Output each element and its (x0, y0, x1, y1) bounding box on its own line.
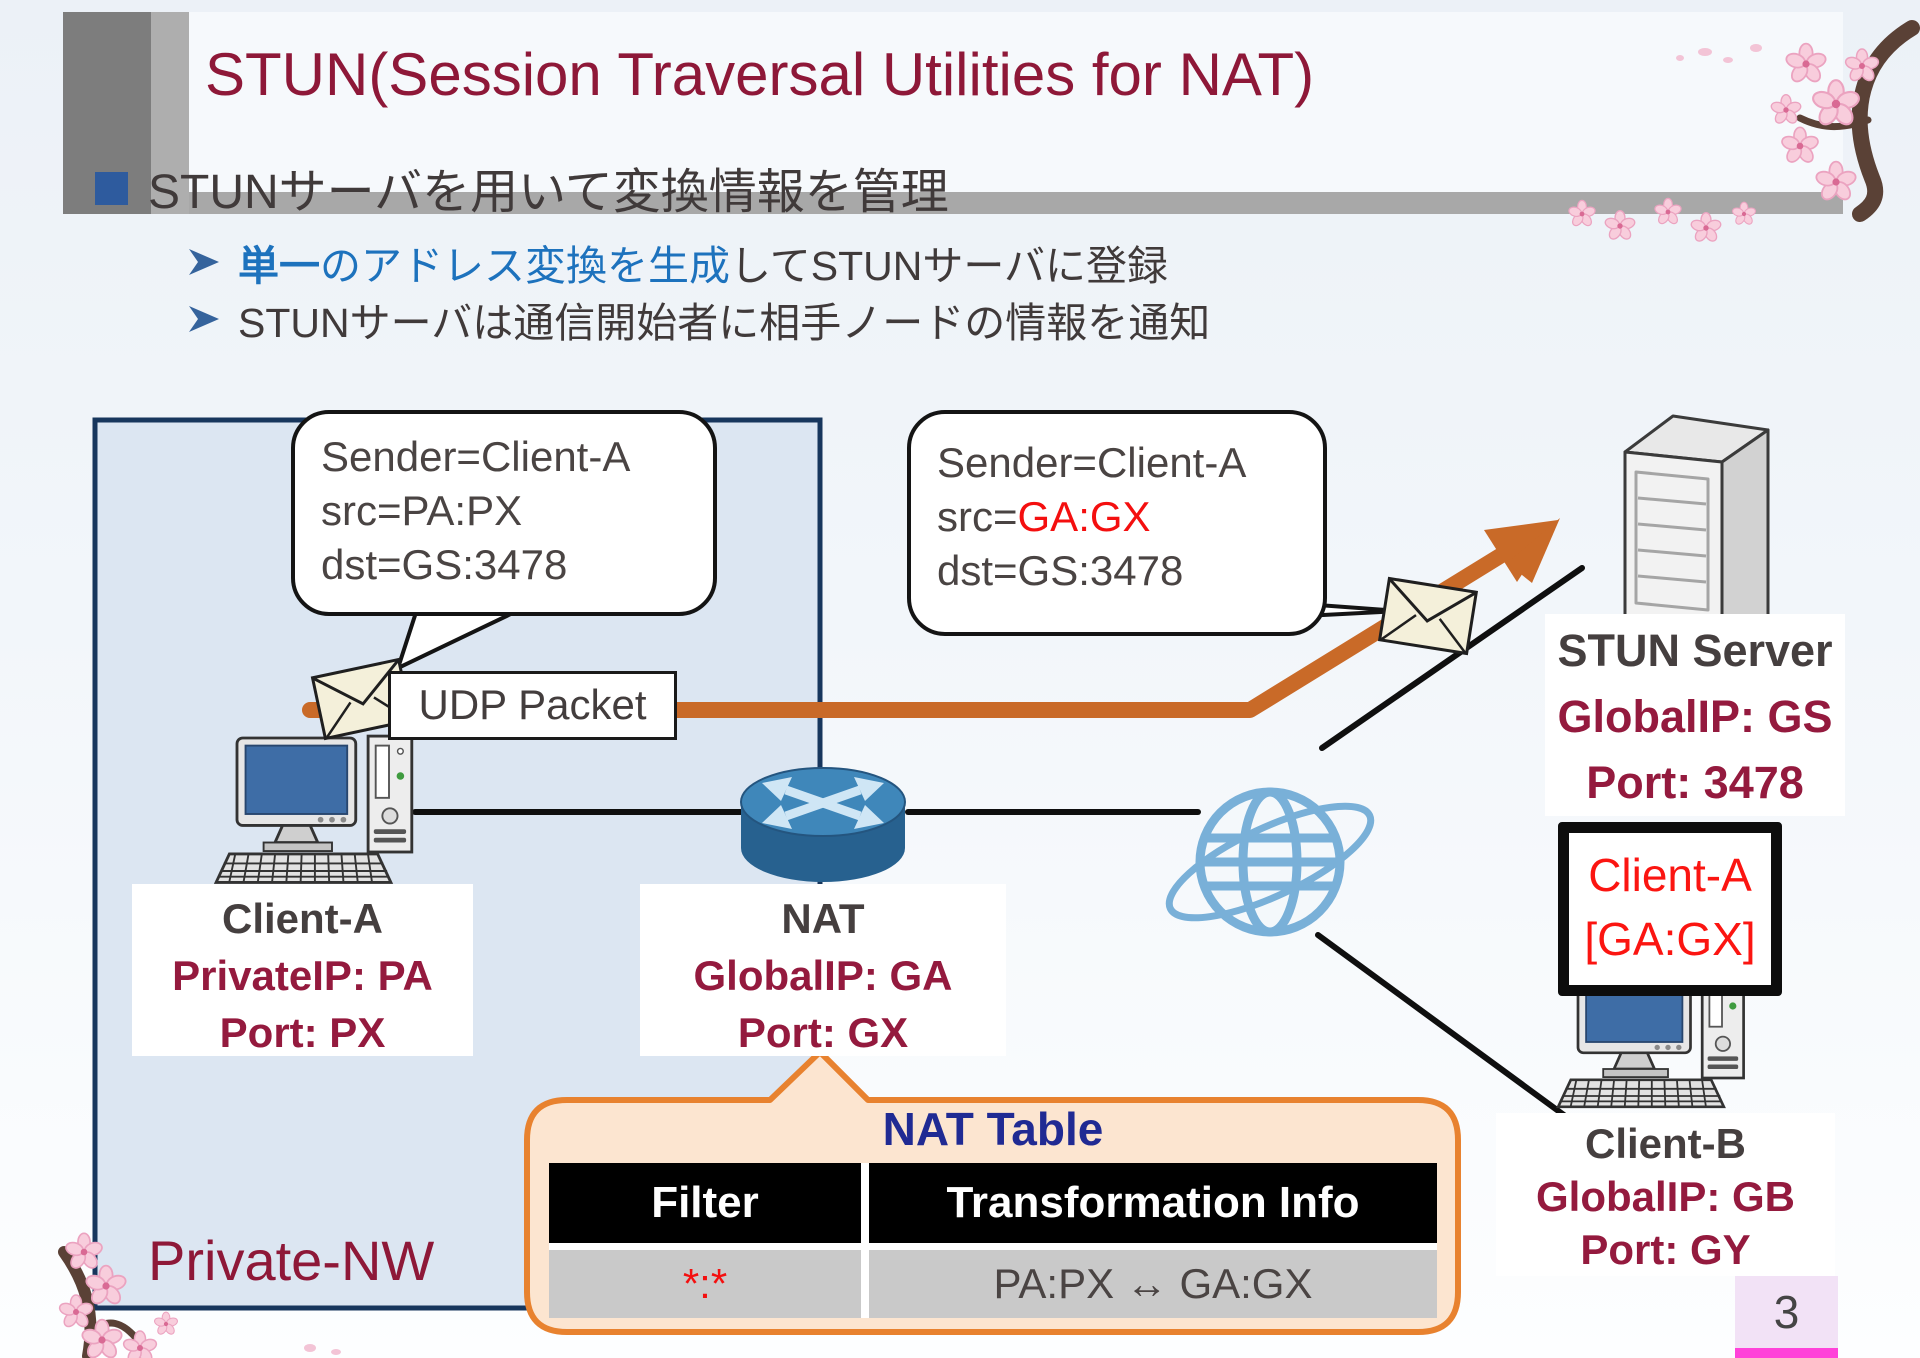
registered-client: Client-A (1588, 849, 1752, 901)
node-port: Port: 3478 (1586, 757, 1804, 808)
bubble-line: dst=GS:3478 (321, 541, 568, 588)
bullet-square-icon (95, 172, 128, 205)
network-links (412, 565, 1585, 1121)
node-name: Client-A (222, 895, 383, 942)
envelope-icon (1378, 576, 1478, 656)
udp-packet-label: UDP Packet (388, 671, 677, 740)
bubble-line: Sender=Client-A (937, 439, 1247, 486)
node-port: Port: GX (737, 1009, 909, 1056)
stun-server-label: STUN Server GlobalIP: GS Port: 3478 (1545, 614, 1845, 816)
node-ip: GlobalIP: GS (1557, 691, 1833, 742)
title-band (63, 12, 1843, 192)
cherry-blossom-sprig (1567, 197, 1758, 244)
registered-mapping-box: Client-A [GA:GX] (1558, 822, 1782, 996)
node-ip: PrivateIP: PA (172, 952, 433, 999)
client-b-label: Client-B GlobalIP: GB Port: GY (1496, 1113, 1835, 1276)
private-nw-label: Private-NW (148, 1229, 435, 1292)
node-port: Port: PX (219, 1009, 386, 1056)
node-ip: GlobalIP: GB (1535, 1173, 1795, 1220)
cherry-blossom-bottom-left (57, 1232, 341, 1358)
header-corner-block-light (151, 12, 189, 214)
bullet-sub1-text: 単一のアドレス変換を生成してSTUNサーバに登録 (238, 243, 1168, 289)
bubble-line: Sender=Client-A (321, 433, 631, 480)
header-divider-bar (63, 192, 1843, 214)
arrow-bullet-icon (189, 249, 219, 275)
packet-bubble-private: Sender=Client-A src=PA:PX dst=GS:3478 (291, 410, 717, 616)
node-name: STUN Server (1557, 625, 1833, 676)
packet-bubble-global: Sender=Client-A src=GA:GX dst=GS:3478 (907, 410, 1327, 636)
bullet-sub-1: 単一のアドレス変換を生成してSTUNサーバに登録 (188, 232, 1168, 292)
page-number: 3 (1735, 1276, 1838, 1358)
nat-table-title: NAT Table (882, 1103, 1104, 1155)
node-name: Client-B (1585, 1120, 1746, 1167)
arrow-bullet-icon (189, 306, 219, 332)
node-name: NAT (781, 895, 865, 942)
node-port: Port: GY (1580, 1226, 1751, 1273)
bubble-line: src=PA:PX (321, 487, 523, 534)
bubble-line: dst=GS:3478 (937, 547, 1184, 594)
node-ip: GlobalIP: GA (693, 952, 953, 999)
cherry-blossom-top-right (1676, 20, 1920, 222)
bullet-sub-2: STUNサーバは通信開始者に相手ノードの情報を通知 (188, 289, 1210, 349)
client-a-label: Client-A PrivateIP: PA Port: PX (132, 884, 473, 1056)
registered-address: [GA:GX] (1584, 913, 1756, 965)
nat-table-header-info: Transformation Info (869, 1163, 1437, 1243)
internet-globe-icon (1165, 787, 1375, 937)
nat-router-icon (740, 767, 906, 882)
nat-table-cell-info: PA:PX ↔ GA:GX (869, 1250, 1437, 1318)
nat-label: NAT GlobalIP: GA Port: GX (640, 884, 1006, 1056)
nat-table: Filter Transformation Info *:* PA:PX ↔ G… (549, 1163, 1437, 1318)
nat-table-header-filter: Filter (549, 1163, 861, 1243)
nat-table-cell-filter: *:* (549, 1250, 861, 1318)
bubble-line: src=GA:GX (937, 493, 1151, 540)
page-title: STUN(Session Traversal Utilities for NAT… (205, 41, 1315, 108)
bullet-main: STUNサーバを用いて変換情報を管理 (148, 166, 949, 219)
